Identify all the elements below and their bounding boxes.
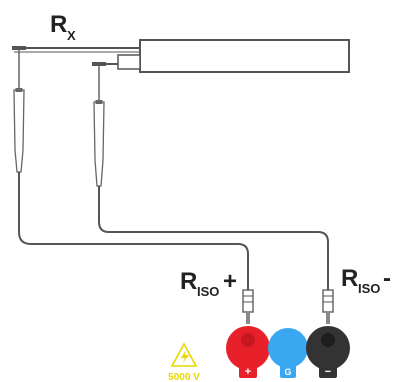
rx-label-main: R: [50, 11, 67, 38]
terminal-minus[interactable]: −: [306, 326, 350, 378]
red-terminal-icon: [226, 326, 270, 370]
riso-plus-sign: +: [223, 268, 237, 295]
riso-plus-main: R: [180, 268, 197, 295]
left-probe-collar: [15, 88, 23, 92]
cable-under-test: [14, 39, 350, 73]
left-probe-handle: [13, 89, 25, 173]
cable-body: [139, 39, 350, 73]
lead-plus-wire: [18, 172, 249, 290]
lead-minus-wire: [98, 186, 329, 290]
riso-plus-label: R ISO +: [180, 268, 237, 299]
riso-plus-subscript: ISO: [197, 284, 219, 299]
left-probe-tip-clamp: [12, 46, 26, 50]
right-probe: [92, 62, 106, 187]
terminal-guard-sign: G: [284, 367, 291, 377]
terminal-minus-sign: −: [325, 366, 331, 378]
left-probe: [12, 46, 26, 173]
plus-plug: [242, 289, 254, 324]
warning-voltage-text: 5000 V: [168, 372, 200, 382]
riso-minus-main: R: [341, 265, 358, 292]
terminal-plus[interactable]: +: [226, 326, 270, 378]
right-probe-collar: [95, 100, 103, 104]
right-probe-tip-clamp: [92, 62, 106, 66]
minus-plug: [322, 289, 334, 324]
riso-minus-sign: -: [383, 265, 391, 292]
high-voltage-warning: 5000 V: [168, 342, 200, 382]
riso-minus-subscript: ISO: [358, 281, 380, 296]
right-probe-handle: [93, 101, 105, 187]
terminal-plus-sign: +: [245, 366, 251, 378]
black-terminal-icon: [306, 326, 350, 370]
rx-label: R X: [50, 11, 76, 43]
inner-insulation-step: [117, 54, 141, 70]
riso-minus-label: R ISO -: [341, 265, 391, 296]
rx-label-subscript: X: [67, 28, 76, 43]
high-voltage-warning-icon: [170, 342, 198, 367]
blue-terminal-icon: [268, 328, 308, 368]
terminal-guard[interactable]: G: [268, 328, 308, 378]
